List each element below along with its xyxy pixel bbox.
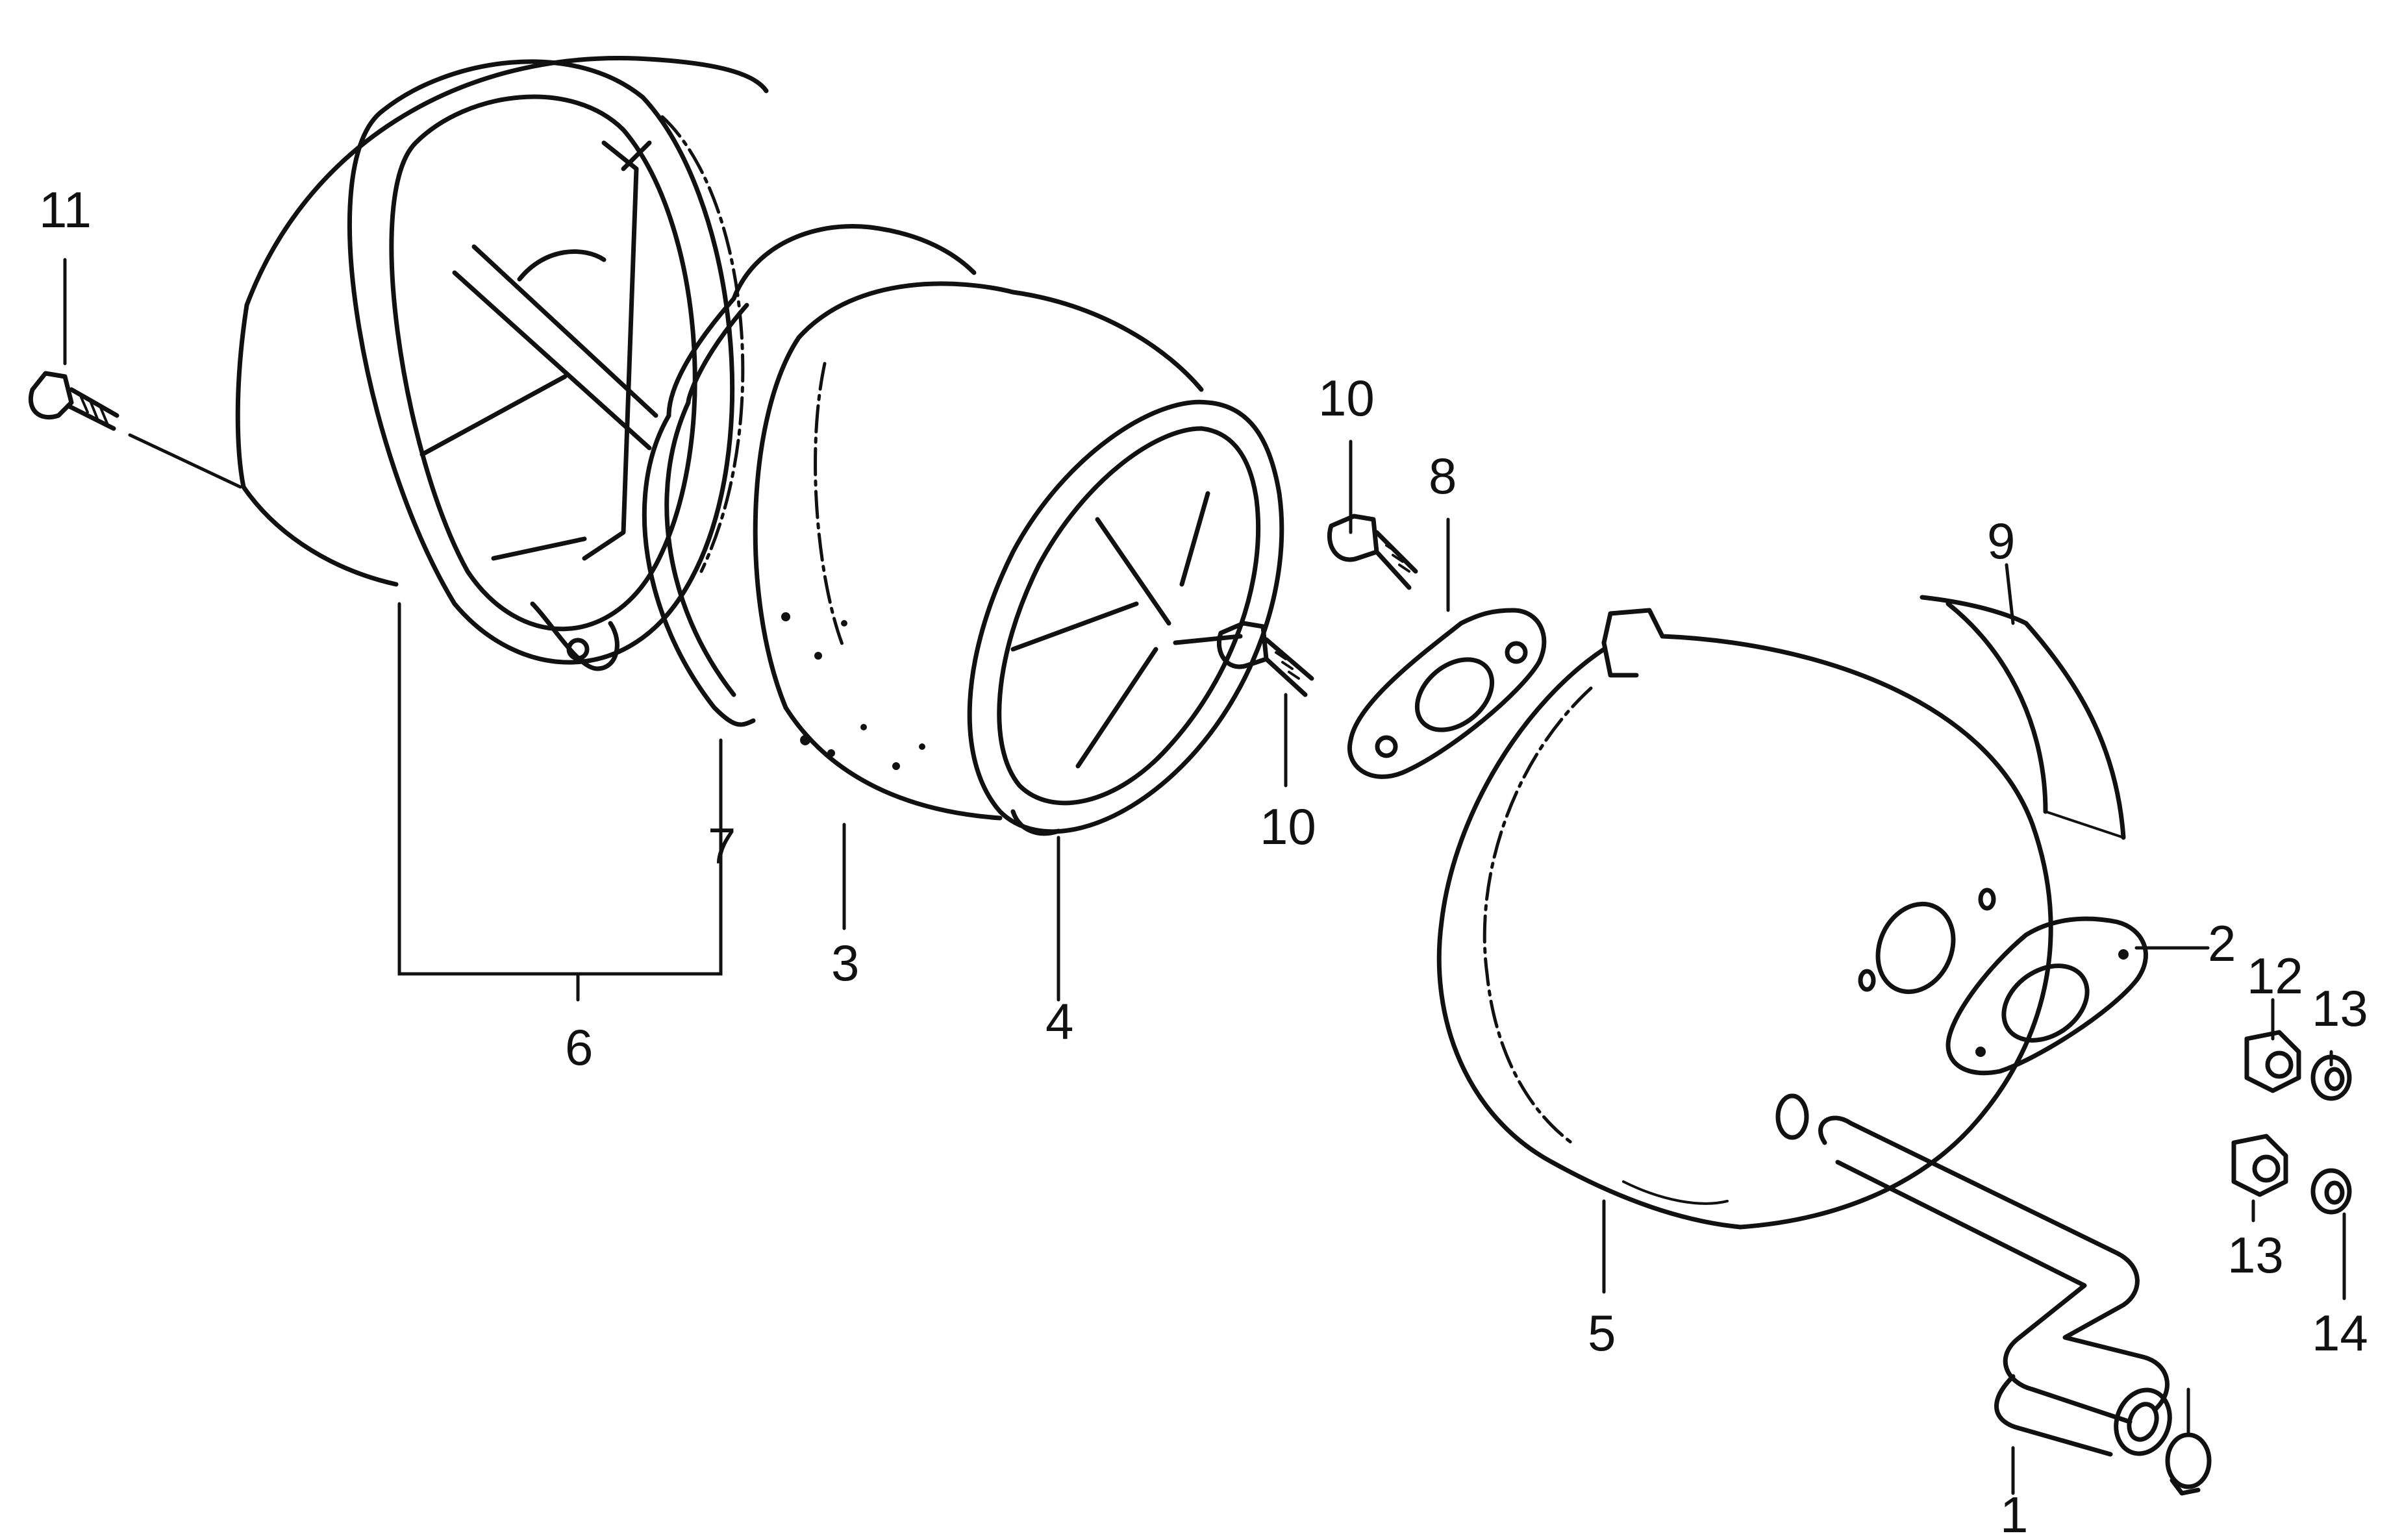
part-4-element-holder (967, 399, 1284, 836)
part-8-gasket (1347, 608, 1547, 779)
part-7-gasket-ring (642, 224, 977, 727)
part-10-bolt-upper (1327, 514, 1418, 590)
callout-12-lower: 13 (2227, 1226, 2284, 1284)
callout-4: 4 (1045, 993, 1073, 1050)
part-14-clip (2165, 1432, 2212, 1496)
callout-8: 8 (1429, 447, 1457, 504)
part-1-tube (1818, 1115, 2172, 1457)
callout-13-upper: 13 (2312, 980, 2368, 1037)
part-2-gasket (1945, 916, 2148, 1076)
part-5-air-cleaner-body (1436, 608, 2053, 1230)
callout-13-lower: 14 (2312, 1304, 2368, 1361)
callout-10-upper: 10 (1318, 369, 1375, 427)
part-9-sheet (1920, 595, 2126, 840)
callout-12-upper: 12 (2247, 947, 2303, 1004)
part-13-washer-lower (2310, 1168, 2352, 1215)
callout-7: 7 (708, 817, 736, 875)
leader-lines (63, 258, 2346, 1495)
callout-2: 2 (2208, 915, 2236, 972)
callout-1: 1 (2000, 1486, 2028, 1540)
part-6-air-cleaner-case (235, 56, 769, 671)
callout-3: 3 (831, 934, 859, 991)
callout-11: 11 (39, 181, 92, 238)
callout-labels: 11 10 8 9 10 7 3 2 12 13 4 6 13 14 5 1 (39, 181, 2368, 1540)
callout-6: 6 (565, 1019, 593, 1076)
callout-10-lower: 10 (1260, 798, 1316, 855)
part-12-nut-lower (2231, 1134, 2288, 1197)
part-3-air-cleaner-element (753, 281, 1204, 821)
callout-5: 5 (1588, 1304, 1616, 1361)
part-10-bolt-lower (1216, 621, 1314, 697)
part-12-nut-upper (2244, 1030, 2301, 1093)
callout-9: 9 (1987, 512, 2015, 569)
part-11-screw (28, 371, 119, 431)
